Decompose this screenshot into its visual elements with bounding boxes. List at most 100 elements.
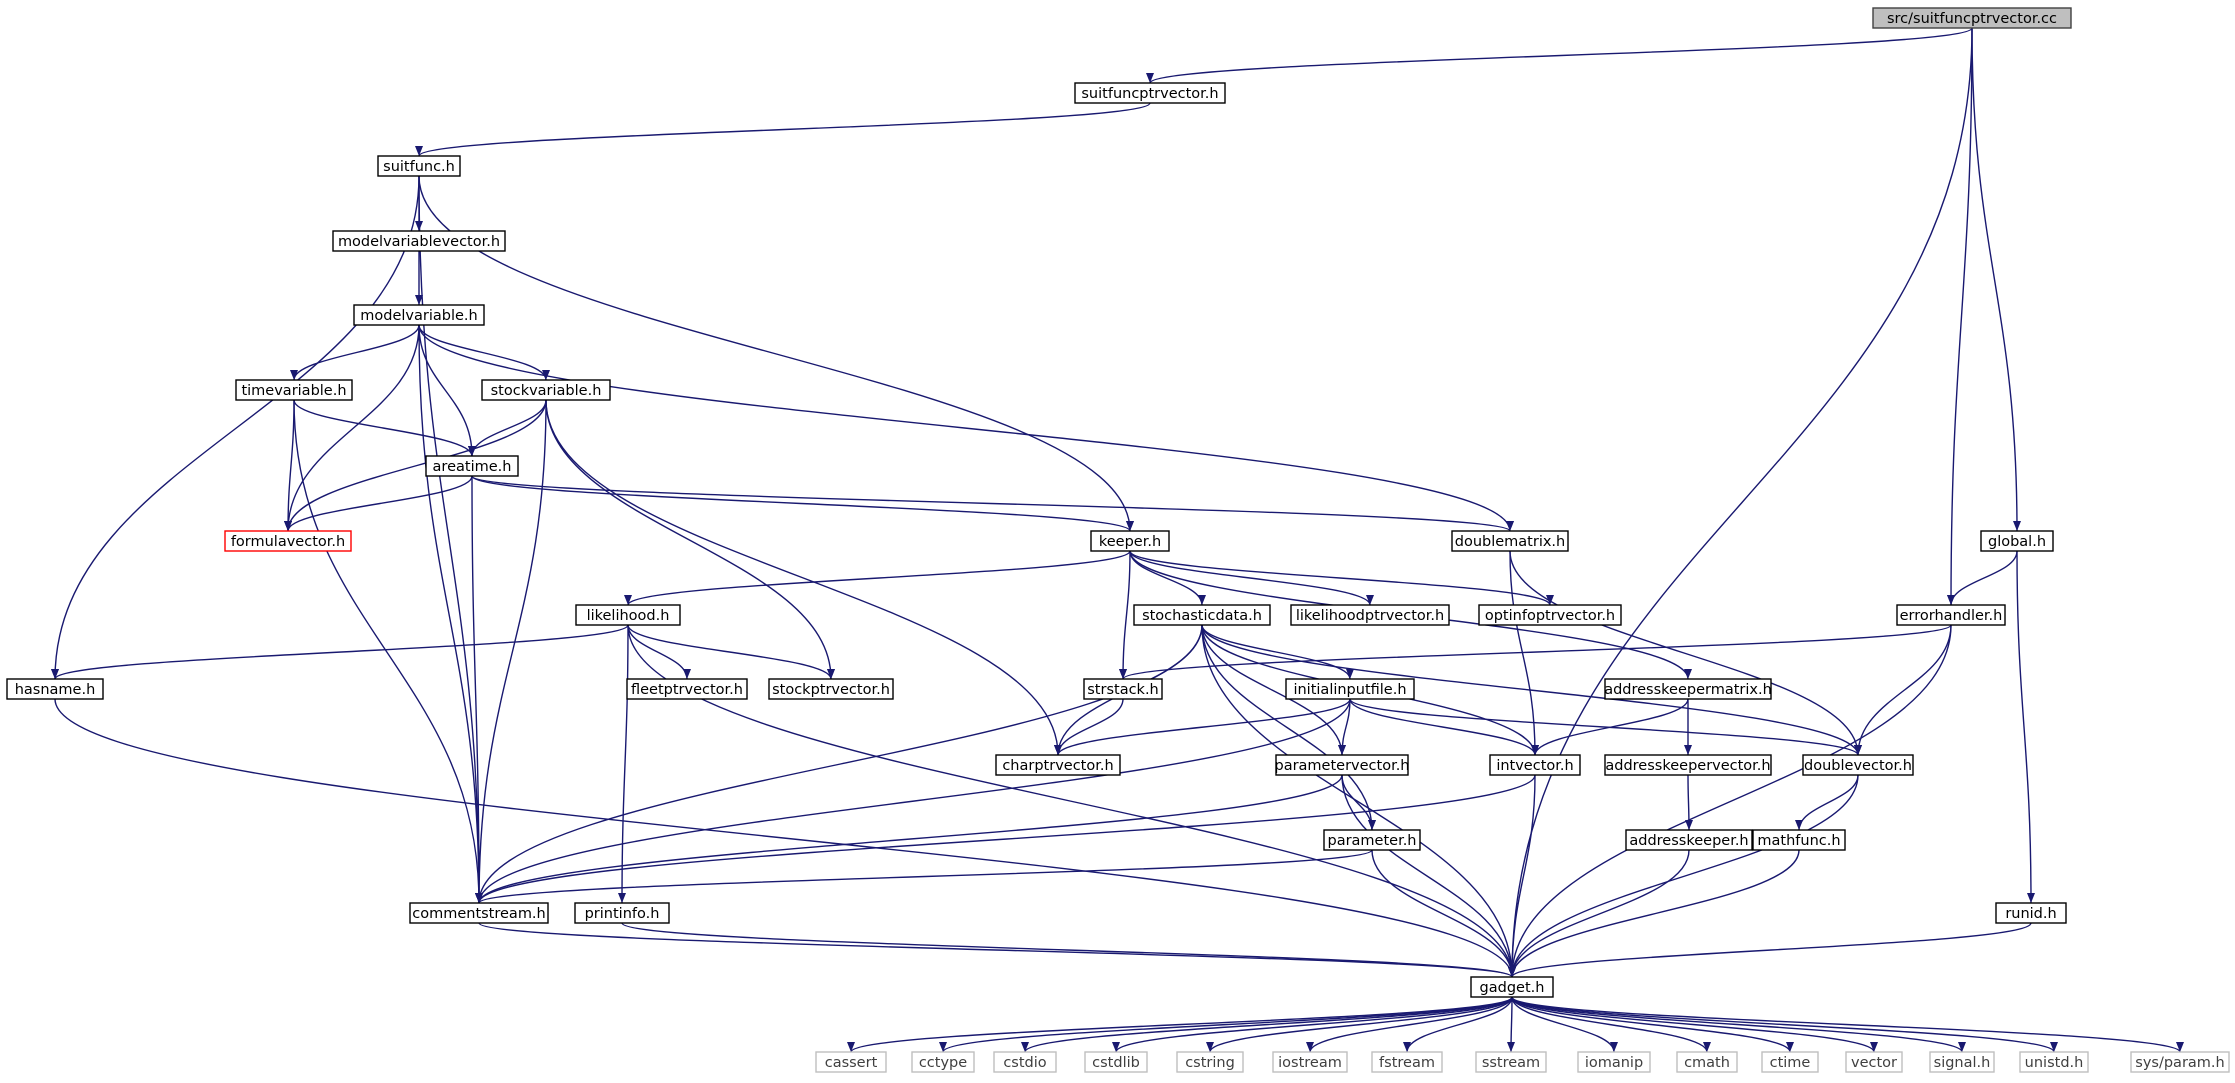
node-box	[1090, 530, 1170, 552]
node-gadget-h[interactable]: gadget.h	[1470, 976, 1554, 998]
node-label: ctime	[1770, 1055, 1811, 1071]
edge-gadget_h-to-signal_h	[1511, 996, 1966, 1053]
node-layer: src/suitfuncptrvector.cc suitfuncptrvecto…	[6, 7, 2230, 1073]
edge-doublevector_h-to-mathfunc_h	[1795, 774, 1859, 831]
node-label: cstring	[1185, 1055, 1235, 1071]
node-global-h[interactable]: global.h	[1980, 530, 2054, 552]
node-label: suitfuncptrvector.h	[1081, 86, 1218, 102]
edge-timevariable_h-to-formulavector_h	[284, 399, 295, 532]
node-box	[2130, 1051, 2230, 1073]
node-commentstream-h[interactable]: commentstream.h	[409, 902, 549, 924]
node-box	[1980, 530, 2054, 552]
node-suitfunc-h[interactable]: suitfunc.h	[377, 155, 461, 177]
edge-likelihood_h-to-fleetptrvector_h	[627, 624, 691, 680]
node-modelvariable-h[interactable]: modelvariable.h	[353, 304, 485, 326]
node-hasname-h[interactable]: hasname.h	[6, 678, 104, 700]
edge-likelihood_h-to-stockptrvector_h	[627, 624, 835, 680]
node-initialinputfile-h[interactable]: initialinputfile.h	[1285, 678, 1415, 700]
node-label: iomanip	[1585, 1055, 1643, 1071]
edge-intvector_h-to-gadget_h	[1508, 774, 1536, 978]
edge-areatime_h-to-keeper_h	[471, 475, 1134, 532]
node-areatime-h[interactable]: areatime.h	[425, 455, 519, 477]
node-parametervector-h[interactable]: parametervector.h	[1274, 754, 1410, 776]
node-stockptrvector-h[interactable]: stockptrvector.h	[768, 678, 894, 700]
node-box	[1083, 678, 1163, 700]
node-parameter-h[interactable]: parameter.h	[1323, 829, 1421, 851]
node-box	[993, 1051, 1057, 1073]
node-stochasticdata-h[interactable]: stochasticdata.h	[1133, 604, 1271, 626]
edge-hasname_h-to-gadget_h	[54, 698, 1516, 978]
node-box	[1371, 1051, 1443, 1073]
node-box	[1475, 1051, 1547, 1073]
node-label: errorhandler.h	[1900, 608, 2003, 624]
node-keeper-h[interactable]: keeper.h	[1090, 530, 1170, 552]
node-addresskeepermatrix-h[interactable]: addresskeepermatrix.h	[1604, 678, 1772, 700]
edge-addresskeepermatrix_h-to-intvector_h	[1531, 698, 1689, 756]
node-label: cassert	[825, 1055, 878, 1071]
node-likelihood-h[interactable]: likelihood.h	[575, 604, 681, 626]
node-box	[481, 379, 611, 401]
node-label: gadget.h	[1480, 980, 1545, 996]
node-charptrvector-h[interactable]: charptrvector.h	[995, 754, 1121, 776]
node-fleetptrvector-h[interactable]: fleetptrvector.h	[626, 678, 748, 700]
node-box	[1285, 678, 1415, 700]
node-label: fleetptrvector.h	[631, 682, 743, 698]
edge-suitfuncptrvector_cc-to-errorhandler_h	[1947, 27, 1973, 606]
node-box	[1451, 530, 1569, 552]
node-label: doublematrix.h	[1455, 534, 1566, 550]
node-intvector-h[interactable]: intvector.h	[1489, 754, 1581, 776]
node-addresskeeper-h[interactable]: addresskeeper.h	[1625, 829, 1753, 851]
edge-modelvariable_h-to-formulavector_h	[284, 324, 420, 532]
node-label: sys/param.h	[2135, 1055, 2224, 1071]
node-box	[768, 678, 894, 700]
node-timevariable-h[interactable]: timevariable.h	[235, 379, 353, 401]
node-formulavector-h[interactable]: formulavector.h	[224, 530, 352, 552]
node-box	[1929, 1051, 1995, 1073]
node-strstack-h[interactable]: strstack.h	[1083, 678, 1163, 700]
edge-keeper_h-to-optinfoptrvector_h	[1129, 550, 1554, 606]
edge-areatime_h-to-commentstream_h	[471, 475, 483, 904]
node-label: addresskeepermatrix.h	[1604, 682, 1772, 698]
node-doublematrix-h[interactable]: doublematrix.h	[1451, 530, 1569, 552]
node-label: commentstream.h	[412, 906, 546, 922]
edge-gadget_h-to-vector	[1511, 996, 1878, 1053]
node-box	[995, 754, 1121, 776]
edge-mathfunc_h-to-gadget_h	[1508, 849, 1800, 978]
node-box	[1761, 1051, 1819, 1073]
edge-modelvariable_h-to-timevariable_h	[290, 324, 420, 381]
edge-parameter_h-to-commentstream_h	[475, 849, 1373, 904]
node-box	[1084, 1051, 1148, 1073]
node-box	[1845, 1051, 1903, 1073]
node-box	[1272, 1051, 1348, 1073]
node-label: signal.h	[1934, 1055, 1991, 1071]
node-addresskeepervector-h[interactable]: addresskeepervector.h	[1604, 754, 1772, 776]
node-optinfoptrvector-h[interactable]: optinfoptrvector.h	[1478, 604, 1622, 626]
node-box	[626, 678, 748, 700]
edge-modelvariable_h-to-stockvariable_h	[418, 324, 550, 381]
edge-stochasticdata_h-to-initialinputfile_h	[1201, 624, 1354, 680]
edge-gadget_h-to-cctype	[939, 996, 1513, 1053]
node-label: stochasticdata.h	[1142, 608, 1262, 624]
node-box	[353, 304, 485, 326]
node-box	[1478, 604, 1622, 626]
node-suitfuncptrvector-cc[interactable]: src/suitfuncptrvector.cc	[1872, 7, 2072, 29]
node-modelvariablevector-h[interactable]: modelvariablevector.h	[332, 230, 506, 252]
node-runid-h[interactable]: runid.h	[1995, 902, 2067, 924]
node-box	[6, 678, 104, 700]
node-stockvariable-h[interactable]: stockvariable.h	[481, 379, 611, 401]
node-likelihoodptrvector-h[interactable]: likelihoodptrvector.h	[1290, 604, 1450, 626]
edge-stockvariable_h-to-formulavector_h	[284, 399, 547, 532]
node-printinfo-h[interactable]: printinfo.h	[574, 902, 670, 924]
node-iostream: iostream	[1272, 1051, 1348, 1073]
node-suitfuncptrvector-h[interactable]: suitfuncptrvector.h	[1074, 82, 1226, 104]
node-label: fstream	[1379, 1055, 1435, 1071]
node-label: cstdio	[1003, 1055, 1046, 1071]
node-doublevector-h[interactable]: doublevector.h	[1802, 754, 1914, 776]
node-box	[1896, 604, 2006, 626]
node-mathfunc-h[interactable]: mathfunc.h	[1752, 829, 1846, 851]
edge-modelvariable_h-to-commentstream_h	[418, 324, 483, 904]
node-label: likelihoodptrvector.h	[1296, 608, 1444, 624]
edge-areatime_h-to-doublematrix_h	[471, 475, 1514, 532]
edge-gadget_h-to-cmath	[1511, 996, 1711, 1053]
node-errorhandler-h[interactable]: errorhandler.h	[1896, 604, 2006, 626]
